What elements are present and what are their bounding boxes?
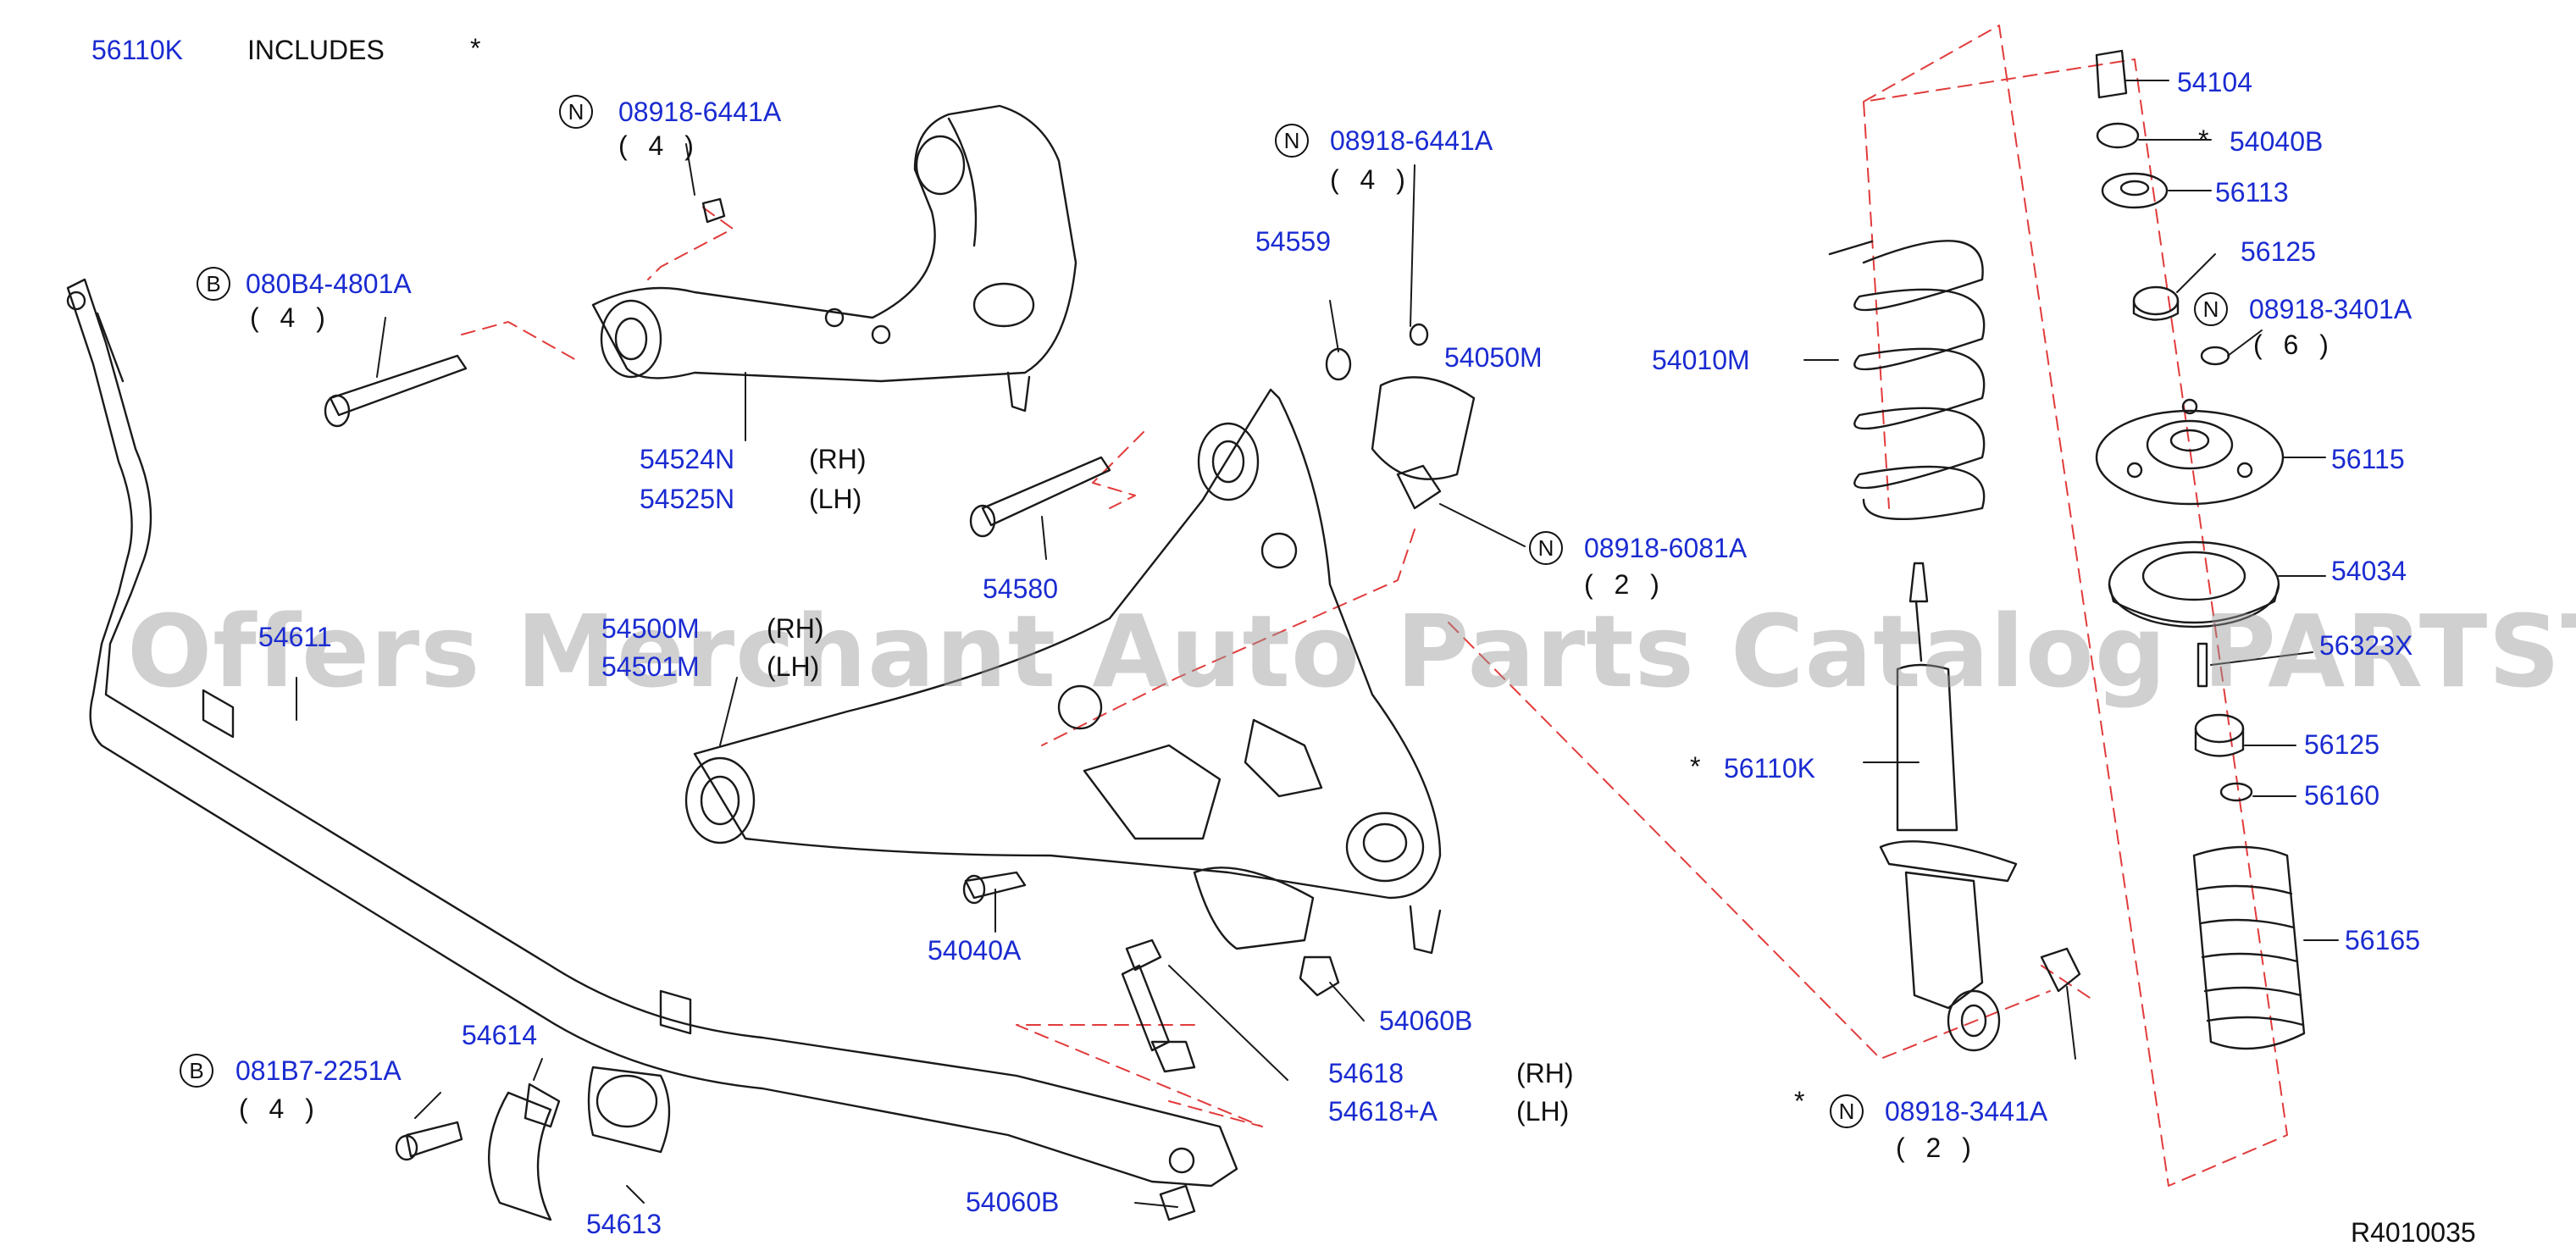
n-badge: N <box>1529 531 1563 565</box>
callout-08918-6441a[interactable]: 08918-6441A <box>1330 125 1493 156</box>
callout-side: (LH) <box>809 484 862 514</box>
coil-spring <box>1828 240 1986 520</box>
callout-qty: ( 4 ) <box>1330 164 1412 195</box>
callout-54050m[interactable]: 54050M <box>1444 342 1543 373</box>
callout-56110k[interactable]: 56110K <box>1724 753 1815 784</box>
callout-qty: ( 4 ) <box>239 1094 321 1124</box>
callout-56125[interactable]: 56125 <box>2241 236 2316 267</box>
alignment-dash-lines <box>461 25 2288 1187</box>
callout-54034[interactable]: 54034 <box>2331 556 2407 586</box>
callout-qty: ( 4 ) <box>250 302 332 333</box>
lower-control-arm <box>684 388 1442 955</box>
n-badge: N <box>1830 1094 1864 1128</box>
leader-lines <box>296 80 2339 1208</box>
callout-54618a[interactable]: 54618+A <box>1328 1096 1438 1127</box>
header-includes-mark: * <box>470 33 481 64</box>
callout-54614[interactable]: 54614 <box>462 1020 537 1050</box>
callout-08918-6081a[interactable]: 08918-6081A <box>1584 533 1748 563</box>
callout-54524n[interactable]: 54524N <box>640 444 735 474</box>
callout-56125[interactable]: 56125 <box>2304 729 2379 760</box>
callout-54525n[interactable]: 54525N <box>640 484 735 514</box>
callout-54060b[interactable]: 54060B <box>966 1187 1060 1217</box>
stabilizer-bar <box>66 278 1238 1188</box>
callout-side: (RH) <box>809 444 867 474</box>
callout-mark: * <box>1690 751 1701 782</box>
callout-54618[interactable]: 54618 <box>1328 1058 1404 1088</box>
callout-qty: ( 6 ) <box>2253 329 2335 360</box>
n-badge: N <box>559 95 593 129</box>
callout-mark: * <box>1794 1086 1805 1116</box>
callout-081b7-2251a[interactable]: 081B7-2251A <box>235 1055 402 1086</box>
strut-mount-parts <box>2095 49 2306 1050</box>
callout-mark: * <box>2198 125 2209 155</box>
callout-54500m[interactable]: 54500M <box>601 613 700 644</box>
callout-side: (LH) <box>767 651 820 682</box>
upper-control-arm <box>591 104 1077 413</box>
callout-qty: ( 2 ) <box>1584 569 1666 600</box>
callout-56160[interactable]: 56160 <box>2304 780 2379 811</box>
callout-side: (RH) <box>1516 1058 1574 1088</box>
callout-56113[interactable]: 56113 <box>2215 177 2289 208</box>
callout-54010m[interactable]: 54010M <box>1652 345 1750 375</box>
callout-54040b[interactable]: 54040B <box>2230 126 2324 157</box>
callout-qty: ( 4 ) <box>618 130 701 161</box>
shock-absorber <box>1879 562 2081 1052</box>
diagram-code: R4010035 <box>2351 1217 2476 1248</box>
callout-side: (RH) <box>767 613 824 644</box>
callout-54613[interactable]: 54613 <box>586 1209 662 1239</box>
callout-080b4-4801a[interactable]: 080B4-4801A <box>246 269 412 299</box>
callout-08918-6441a[interactable]: 08918-6441A <box>618 97 782 127</box>
fasteners <box>324 197 1476 1221</box>
callout-08918-3441a[interactable]: 08918-3441A <box>1885 1096 2048 1127</box>
callout-qty: ( 2 ) <box>1896 1132 1978 1163</box>
callout-56115[interactable]: 56115 <box>2331 444 2405 474</box>
callout-54559[interactable]: 54559 <box>1255 226 1331 257</box>
callout-54104[interactable]: 54104 <box>2177 67 2252 97</box>
callout-54611[interactable]: 54611 <box>258 622 332 652</box>
header-kit-part[interactable]: 56110K <box>91 35 183 65</box>
n-badge: N <box>2194 292 2228 326</box>
callout-side: (LH) <box>1516 1096 1570 1127</box>
callout-54501m[interactable]: 54501M <box>601 651 700 682</box>
callout-54040a[interactable]: 54040A <box>928 935 1022 966</box>
n-badge: N <box>1275 124 1309 158</box>
header-includes-label: INCLUDES <box>247 35 385 65</box>
callout-54060b[interactable]: 54060B <box>1379 1005 1473 1036</box>
callout-56165[interactable]: 56165 <box>2345 925 2420 955</box>
stabilizer-clamp-bushing <box>487 1066 671 1221</box>
b-badge: B <box>180 1054 213 1088</box>
b-badge: B <box>197 267 230 301</box>
callout-08918-3401a[interactable]: 08918-3401A <box>2249 294 2413 324</box>
callout-56323x[interactable]: 56323X <box>2319 630 2413 661</box>
callout-54580[interactable]: 54580 <box>983 573 1058 604</box>
